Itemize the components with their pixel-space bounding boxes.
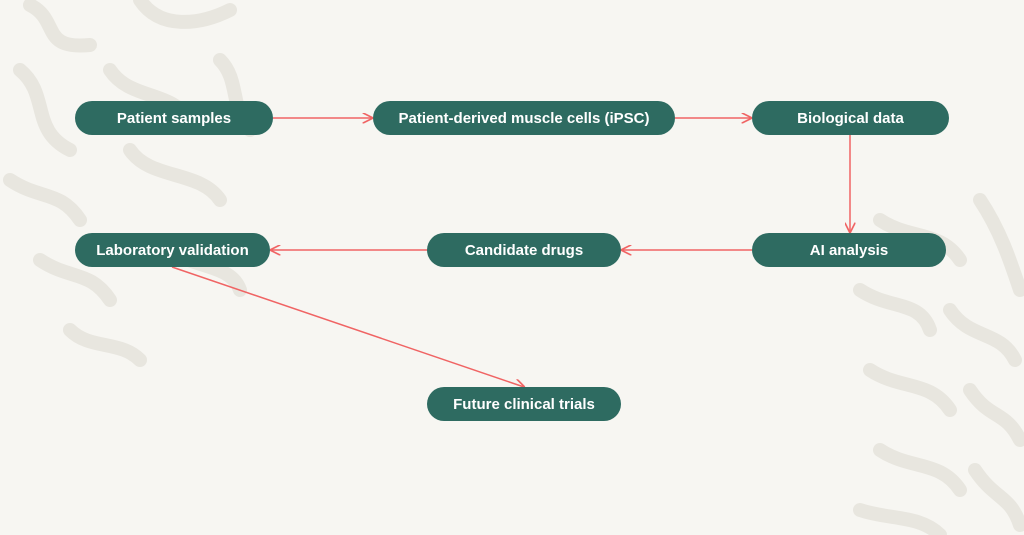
node-label: Biological data <box>797 109 904 127</box>
node-patient-derived-muscle-cells: Patient-derived muscle cells (iPSC) <box>373 101 675 135</box>
node-label: Patient samples <box>116 109 232 127</box>
node-label: Patient-derived muscle cells (iPSC) <box>398 109 650 127</box>
node-candidate-drugs: Candidate drugs <box>427 233 621 267</box>
node-label: Candidate drugs <box>464 241 584 259</box>
node-future-clinical-trials: Future clinical trials <box>427 387 621 421</box>
node-patient-samples: Patient samples <box>75 101 273 135</box>
node-label: Future clinical trials <box>453 395 595 413</box>
node-label: AI analysis <box>809 241 889 259</box>
node-laboratory-validation: Laboratory validation <box>75 233 270 267</box>
node-label: Laboratory validation <box>96 241 249 259</box>
node-biological-data: Biological data <box>752 101 949 135</box>
node-ai-analysis: AI analysis <box>752 233 946 267</box>
